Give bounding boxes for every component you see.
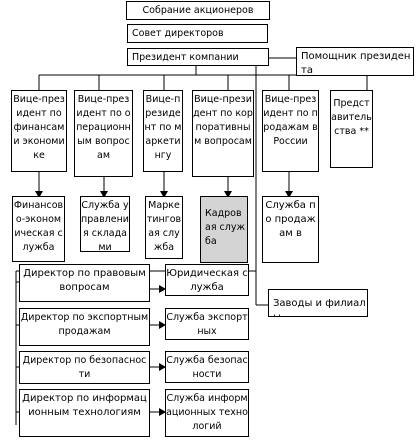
vp-corporate-box: Вице-президент по корпоративным вопросам — [192, 90, 254, 177]
security-service-box: Служба безопасности — [165, 351, 249, 383]
sales-service-label: Служба по продажам в — [265, 200, 316, 239]
security-service-label: Служба безопасности — [166, 355, 248, 380]
vp-operations-box: Вице-президент по операционным вопросам — [74, 90, 133, 177]
vp-sales-russia-box: Вице-президент по продажам в России — [262, 90, 319, 172]
plants-branches-box: Заводы и филиалы — [268, 289, 368, 317]
plants-branches-label: Заводы и филиалы — [273, 298, 366, 316]
vp-operations-label: Вице-президент по операционным вопросам — [76, 94, 131, 161]
legal-service-box: Юридическая служба — [165, 264, 249, 296]
marketing-service-label: Маркетинговая служба — [146, 200, 182, 253]
director-legal-box: Директор по правовым вопросам — [19, 264, 150, 302]
marketing-service-box: Маркетинговая служба — [145, 196, 183, 259]
director-export-label: Директор по экспортным продажам — [20, 312, 149, 337]
president-assistant-box: Помощник президента — [296, 47, 414, 76]
warehouse-service-label: Служба управления складами — [81, 200, 129, 252]
vp-corporate-label: Вице-президент по корпоративным вопросам — [193, 94, 253, 147]
president-assistant-label: Помощник президента — [301, 51, 411, 76]
representative-offices-box: Представительства ** — [330, 90, 373, 168]
vp-finance-label: Вице-президент по финансам и экономике — [13, 94, 65, 161]
company-president-label: Президент компании — [132, 52, 239, 63]
director-it-box: Директор по информационным технологиям — [19, 389, 150, 437]
shareholders-meeting-label: Собрание акционеров — [142, 5, 254, 16]
legal-service-label: Юридическая служба — [166, 268, 248, 293]
board-of-directors-label: Совет директоров — [132, 28, 224, 39]
director-security-label: Директор по безопасности — [22, 355, 147, 380]
sales-service-box: Служба по продажам в — [262, 196, 319, 263]
vp-finance-box: Вице-президент по финансам и экономике — [11, 90, 67, 172]
board-of-directors-box: Совет директоров — [127, 24, 268, 43]
warehouse-service-box: Служба управления складами — [80, 196, 130, 252]
export-service-box: Служба экспортных — [165, 308, 249, 340]
finance-service-box: Финансово-экономическая служба — [12, 196, 65, 262]
shareholders-meeting-box: Собрание акционеров — [126, 1, 270, 20]
it-service-label: Служба информационных технологий — [166, 393, 248, 432]
vp-sales-russia-label: Вице-президент по продажам в России — [263, 94, 318, 147]
hr-service-box: Кадровая служба — [200, 196, 248, 263]
director-legal-label: Директор по правовым вопросам — [23, 268, 146, 293]
representative-offices-label: Представительства ** — [331, 98, 372, 137]
hr-service-label: Кадровая служба — [205, 208, 246, 247]
it-service-box: Служба информационных технологий — [165, 389, 249, 437]
director-it-label: Директор по информационным технологиям — [22, 393, 147, 418]
vp-marketing-label: Вице-президент по маркетингу — [144, 94, 182, 161]
export-service-label: Служба экспортных — [166, 312, 248, 337]
director-export-box: Директор по экспортным продажам — [19, 308, 150, 346]
company-president-box: Президент компании — [127, 48, 269, 66]
finance-service-label: Финансово-экономическая служба — [13, 200, 64, 253]
vp-marketing-box: Вице-президент по маркетингу — [143, 90, 183, 172]
director-security-box: Директор по безопасности — [19, 351, 150, 384]
